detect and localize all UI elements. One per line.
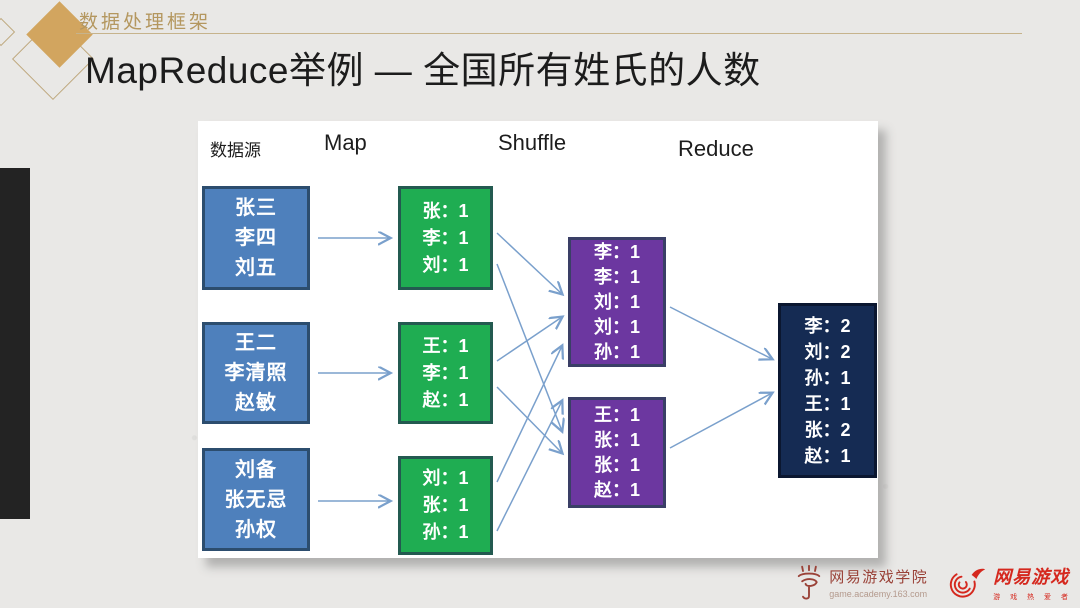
box-line: 刘备 bbox=[235, 458, 277, 481]
box-line: 王：1 bbox=[804, 393, 851, 414]
academy-logo: 网易游戏学院 game.academy.163.com bbox=[796, 564, 929, 601]
box-line: 王：1 bbox=[593, 404, 640, 425]
source-box-3: 刘备 张无忌 孙权 bbox=[202, 448, 310, 551]
map-box-3: 刘：1 张：1 孙：1 bbox=[398, 456, 493, 555]
section-header: 数据处理框架 bbox=[79, 12, 212, 33]
box-line: 赵：1 bbox=[422, 389, 469, 410]
box-line: 李：1 bbox=[593, 266, 640, 287]
box-line: 刘：1 bbox=[422, 254, 469, 275]
footer-logos: 网易游戏学院 game.academy.163.com 网易游戏 游 戏 热 爱… bbox=[796, 563, 1072, 602]
box-line: 李：1 bbox=[593, 241, 640, 262]
source-box-1: 张三 李四 刘五 bbox=[202, 186, 310, 290]
box-line: 孙：1 bbox=[422, 522, 469, 542]
box-line: 张：1 bbox=[593, 454, 640, 475]
box-line: 张三 bbox=[235, 197, 277, 219]
box-line: 张：1 bbox=[422, 495, 469, 515]
shuffle-box-1: 李：1 李：1 刘：1 刘：1 孙：1 bbox=[568, 237, 666, 367]
page-title: MapReduce举例 — 全国所有姓氏的人数 bbox=[85, 50, 761, 91]
box-line: 李清照 bbox=[224, 362, 288, 384]
box-line: 孙：1 bbox=[804, 367, 851, 388]
left-black-bar bbox=[0, 168, 30, 519]
box-line: 李：1 bbox=[422, 227, 469, 248]
box-line: 赵：1 bbox=[804, 445, 851, 466]
academy-url: game.academy.163.com bbox=[829, 589, 928, 599]
box-line: 孙：1 bbox=[593, 341, 640, 362]
box-line: 刘：2 bbox=[804, 341, 851, 362]
academy-seal-icon bbox=[797, 564, 821, 599]
box-line: 张：1 bbox=[422, 200, 469, 221]
source-box-2: 王二 李清照 赵敏 bbox=[202, 322, 310, 424]
box-line: 刘：1 bbox=[593, 316, 640, 337]
box-line: 刘：1 bbox=[422, 468, 469, 488]
netease-swirl-icon bbox=[950, 568, 986, 598]
column-label-map: Map bbox=[324, 130, 367, 155]
box-line: 赵敏 bbox=[235, 392, 277, 414]
box-line: 李四 bbox=[235, 227, 277, 249]
box-line: 李：1 bbox=[422, 362, 469, 383]
diagram-panel: 数据源 Map Shuffle Reduce 张三 李四 刘五 王二 bbox=[198, 121, 878, 558]
map-box-1: 张：1 李：1 刘：1 bbox=[398, 186, 493, 290]
column-label-shuffle: Shuffle bbox=[498, 130, 567, 155]
reduce-box: 李：2 刘：2 孙：1 王：1 张：2 赵：1 bbox=[778, 303, 877, 478]
column-label-source: 数据源 bbox=[210, 141, 261, 160]
academy-name: 网易游戏学院 bbox=[829, 569, 929, 586]
netease-logo: 网易游戏 游 戏 热 爱 者 bbox=[946, 563, 1072, 602]
box-line: 王：1 bbox=[422, 335, 469, 356]
box-line: 刘：1 bbox=[593, 291, 640, 312]
diamond-tiny-decoration bbox=[0, 17, 16, 47]
header-rule bbox=[76, 33, 1022, 34]
brand-tagline: 游 戏 热 爱 者 bbox=[993, 594, 1072, 601]
shuffle-box-2: 王：1 张：1 张：1 赵：1 bbox=[568, 397, 666, 508]
box-line: 张：1 bbox=[593, 429, 640, 450]
column-label-reduce: Reduce bbox=[678, 136, 754, 161]
box-line: 王二 bbox=[235, 332, 277, 354]
box-line: 孙权 bbox=[235, 518, 277, 541]
box-line: 张：2 bbox=[804, 419, 851, 440]
box-line: 赵：1 bbox=[593, 479, 640, 500]
brand-name: 网易游戏 bbox=[993, 567, 1070, 587]
box-line: 张无忌 bbox=[224, 488, 288, 511]
box-line: 李：2 bbox=[804, 315, 851, 336]
box-line: 刘五 bbox=[235, 257, 277, 279]
map-box-2: 王：1 李：1 赵：1 bbox=[398, 322, 493, 424]
